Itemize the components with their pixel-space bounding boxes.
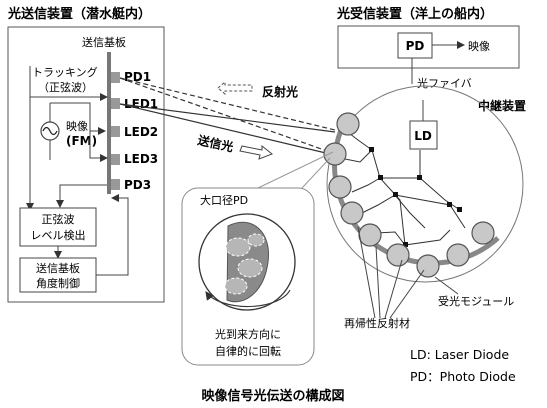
video-out-label: 映像 [468, 40, 490, 53]
led3-pad [111, 154, 120, 165]
video-label: 映像 [66, 120, 88, 133]
transmit-beam-2 [119, 103, 331, 155]
receiver-module-6 [386, 243, 410, 267]
led2-label: LED2 [124, 125, 158, 139]
tracking-label: トラッキング [32, 65, 98, 79]
receiver-module-7 [416, 254, 440, 278]
angle-feedback-line [96, 194, 129, 276]
pd-elements [224, 233, 265, 295]
sine-box-label-2: レベル検出 [31, 228, 86, 242]
relay-nodes [369, 147, 462, 247]
receiver-module-1 [336, 112, 360, 136]
transmit-beam-1 [119, 103, 336, 133]
tracking-sub-label: （正弦波） [38, 80, 93, 94]
receiver-title: 光受信装置（洋上の船内） [336, 6, 493, 22]
pd-box-label: PD [406, 39, 425, 53]
sine-wave-icon [42, 126, 58, 136]
retroreflector-leaders [357, 226, 425, 319]
led2-pad [111, 126, 120, 137]
zoom-leader-lines [257, 151, 334, 189]
relay-label: 中継装置 [478, 98, 526, 113]
figure-caption: 映像信号光伝送の構成図 [201, 388, 344, 404]
receiver-module-3 [328, 175, 352, 199]
fm-label: (FM) [66, 134, 97, 148]
receiver-box [337, 25, 520, 69]
reflected-light-label: 反射光 [262, 84, 298, 99]
transmitted-arrow-icon [239, 144, 273, 160]
angle-box-label-1: 送信基板 [36, 261, 80, 275]
rotate-label-2: 自律的に回転 [215, 344, 281, 358]
receiver-module-5 [358, 223, 382, 247]
reflected-beam-1 [119, 77, 336, 131]
angle-box-label-2: 角度制御 [36, 276, 80, 290]
legend-pd: PD：Photo Diode [410, 369, 516, 384]
ld-box-label: LD [414, 129, 432, 143]
transmitter-board [107, 52, 111, 194]
led1-pad [111, 98, 120, 109]
receiver-module-2 [323, 142, 347, 166]
rotation-arrow-icon [205, 289, 291, 308]
led3-label: LED3 [124, 152, 158, 166]
board-label: 送信基板 [82, 35, 126, 49]
pd3-label: PD3 [124, 178, 151, 192]
pd1-pad [111, 72, 120, 83]
large-pd-label: 大口径PD [200, 193, 248, 207]
receiver-module-8 [446, 243, 470, 267]
pd3-to-detector-line [56, 184, 107, 208]
receiver-module-4 [340, 201, 364, 225]
transmitter-box [7, 26, 165, 303]
legend-ld: LD: Laser Diode [410, 347, 509, 362]
transmitter-title: 光送信装置（潜水艇内） [7, 6, 151, 22]
retroreflector-label: 再帰性反射材 [344, 316, 410, 330]
relay-outline [326, 85, 524, 283]
rotate-label-1: 光到来方向に [215, 327, 281, 341]
reflected-arrow-icon [217, 80, 253, 96]
sine-level-detect-box [19, 207, 97, 247]
sine-box-label-1: 正弦波 [42, 212, 75, 226]
pd3-pad [111, 179, 120, 190]
ld-box [409, 120, 438, 150]
receiver-module-leader [434, 276, 459, 295]
receiver-module-9 [471, 221, 495, 245]
transmitted-light-label: 送信光 [195, 132, 234, 154]
receiver-module-label: 受光モジュール [438, 294, 514, 308]
reflected-beam-2 [119, 77, 331, 153]
